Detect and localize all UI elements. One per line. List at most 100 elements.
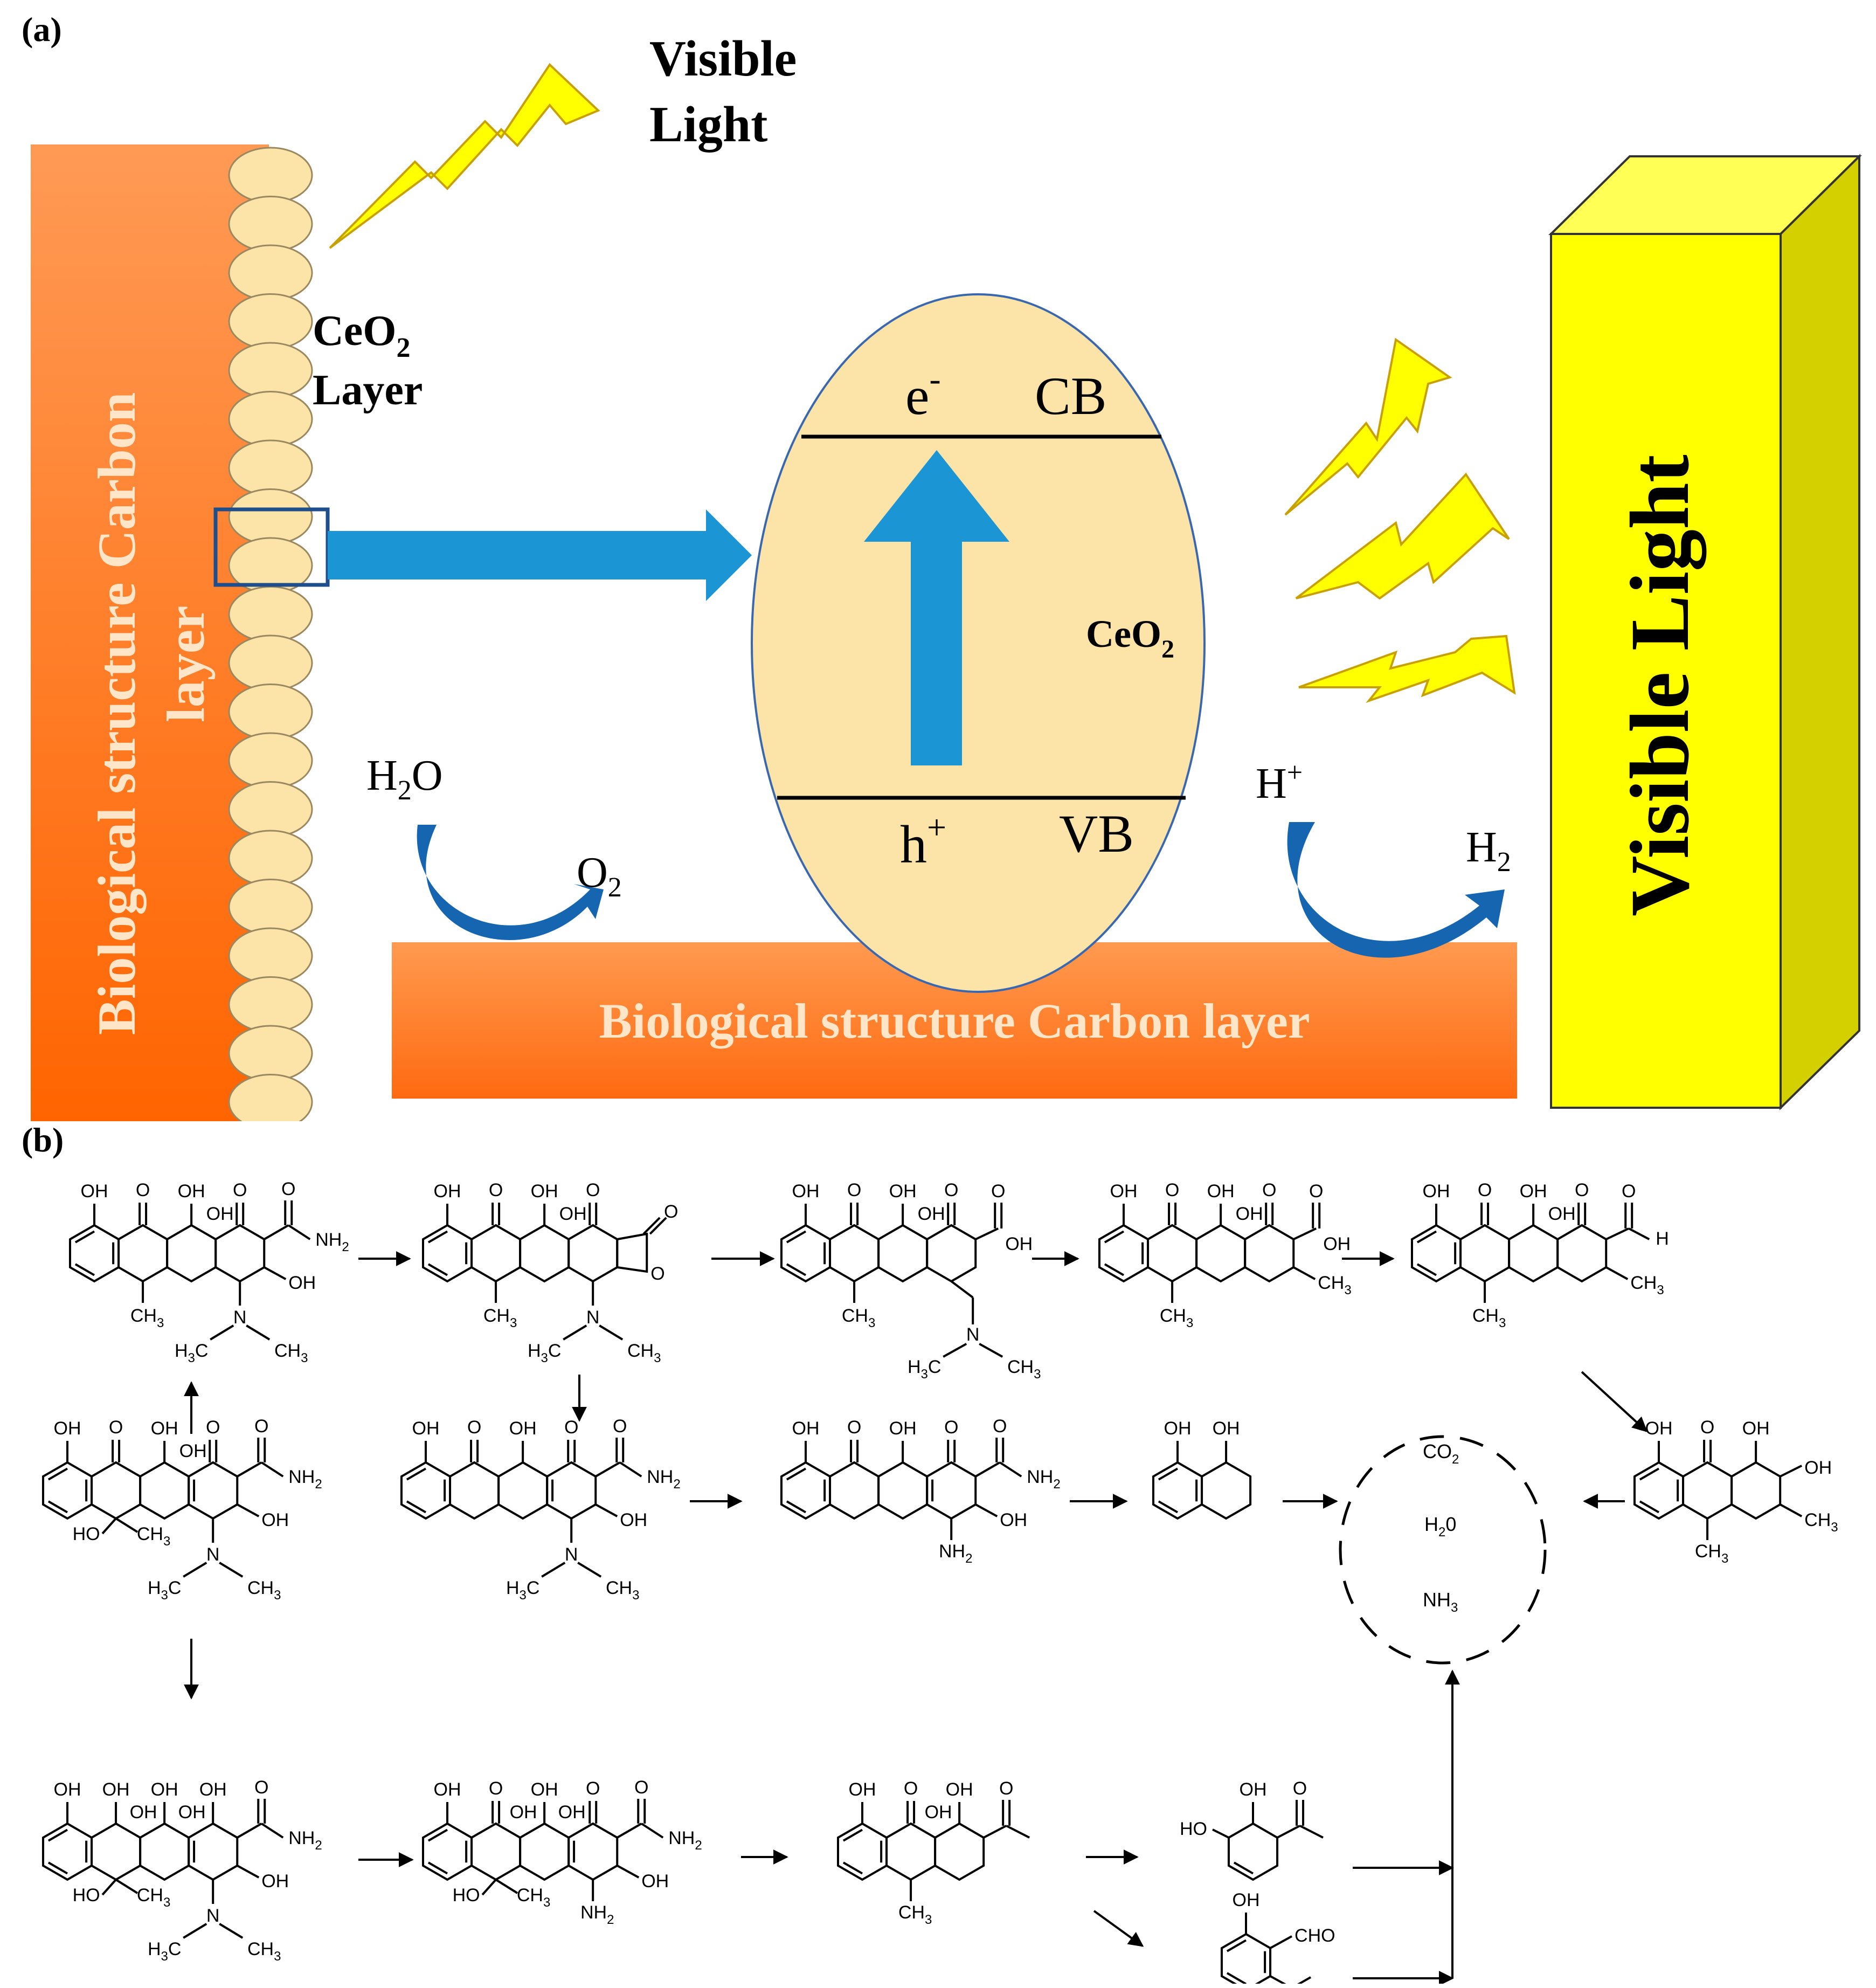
- excitation-arrow: [864, 450, 1009, 765]
- bond: [261, 1461, 284, 1478]
- atom-label: OH: [1213, 1418, 1240, 1439]
- double-bond: [1226, 1939, 1247, 1952]
- bond: [261, 1823, 284, 1839]
- vb-hole: h+: [900, 808, 946, 874]
- bond: [943, 1343, 967, 1358]
- atom-label: HO: [1180, 1819, 1207, 1839]
- bond: [264, 1266, 287, 1280]
- ring: [188, 1822, 239, 1881]
- bond: [595, 1461, 621, 1478]
- atom-label: OH: [151, 1418, 178, 1439]
- atom-label: CH3: [1318, 1273, 1351, 1297]
- ring: [421, 1822, 473, 1881]
- ring: [926, 1461, 977, 1520]
- double-bond: [1104, 1230, 1125, 1244]
- atom-label: O: [564, 1417, 578, 1438]
- bond: [649, 1217, 667, 1235]
- atom-label: OH: [288, 1273, 316, 1293]
- atom-label: NH2: [1027, 1467, 1060, 1492]
- atom-label: CH3: [1695, 1541, 1728, 1566]
- ring: [400, 1461, 452, 1520]
- panel-a-label: (a): [22, 10, 62, 49]
- ring: [885, 1822, 937, 1881]
- bond: [1293, 1266, 1316, 1280]
- ring: [1152, 1461, 1203, 1520]
- bond: [237, 1461, 262, 1478]
- ring: [41, 1822, 93, 1881]
- ring: [139, 1822, 190, 1881]
- double-bond: [786, 1500, 807, 1514]
- double-bond: [47, 1861, 68, 1875]
- atom-label: OH: [1164, 1418, 1192, 1439]
- product-co2: CO2: [1423, 1440, 1459, 1467]
- atom-label: O: [1309, 1181, 1323, 1202]
- atom-label: OH: [1110, 1181, 1138, 1202]
- bond: [101, 1517, 117, 1535]
- atom-label: H: [1656, 1228, 1669, 1249]
- atom-label: O: [613, 1416, 627, 1437]
- double-bond: [1233, 1861, 1254, 1875]
- atom-label: O: [650, 1264, 664, 1284]
- atom-label: O: [1575, 1180, 1589, 1200]
- bond: [264, 1224, 289, 1240]
- double-bond: [842, 1828, 863, 1842]
- ring: [497, 1461, 549, 1520]
- double-bond: [427, 1230, 448, 1244]
- bond: [617, 1865, 640, 1879]
- bond: [101, 1879, 117, 1896]
- bond: [1006, 1825, 1030, 1839]
- ring: [1459, 1224, 1511, 1283]
- double-bond: [47, 1467, 68, 1481]
- h2o-o2-arrow: [417, 825, 604, 940]
- atom-label: OH: [889, 1418, 917, 1439]
- ceo2-bead: [228, 781, 313, 838]
- atom-label: H3C: [148, 1578, 181, 1603]
- bond: [115, 1879, 139, 1894]
- atom-label: N: [565, 1544, 578, 1565]
- bond: [1277, 1825, 1300, 1839]
- atom-label: OH: [179, 1441, 207, 1461]
- atom-label: O: [136, 1180, 150, 1200]
- atom-label: OH: [946, 1779, 973, 1800]
- ceo2-bead: [228, 586, 313, 643]
- ceo2-layer-label-2: Layer: [313, 367, 423, 414]
- ring: [91, 1822, 142, 1881]
- atom-label: NH2: [647, 1467, 680, 1492]
- atom-label: O: [467, 1417, 481, 1438]
- bond: [577, 1562, 602, 1578]
- atom-label: OH: [1005, 1234, 1033, 1254]
- atom-label: OH: [261, 1510, 289, 1530]
- double-bond: [1158, 1467, 1179, 1481]
- ceo2-bead: [228, 244, 313, 301]
- atom-label: OH: [1423, 1181, 1450, 1202]
- atom-label: H3C: [148, 1939, 181, 1964]
- atom-label: O: [1165, 1180, 1179, 1200]
- atom-label: O: [1622, 1181, 1636, 1202]
- bond: [619, 1461, 642, 1478]
- ring: [546, 1461, 597, 1520]
- light-box-front: [1550, 233, 1782, 1109]
- double-bond: [1104, 1263, 1125, 1276]
- atom-label: OH: [434, 1181, 461, 1202]
- ring: [829, 1461, 880, 1520]
- ceo2-bead: [228, 342, 313, 399]
- bond: [288, 1224, 311, 1240]
- ceo2-bead: [228, 293, 313, 350]
- double-bond: [406, 1500, 427, 1514]
- ceo2-bead: [228, 684, 313, 740]
- atom-label: O: [109, 1417, 123, 1438]
- atom-label: OH: [1240, 1779, 1267, 1800]
- ring: [139, 1461, 190, 1520]
- double-bond: [786, 1467, 807, 1481]
- bond: [219, 1562, 244, 1578]
- lightning-bolt-right-1-icon: [1284, 337, 1452, 516]
- atom-label: O: [1262, 1180, 1276, 1200]
- double-bond: [427, 1263, 448, 1276]
- atom-label: CH3: [247, 1578, 281, 1603]
- ring: [877, 1461, 929, 1520]
